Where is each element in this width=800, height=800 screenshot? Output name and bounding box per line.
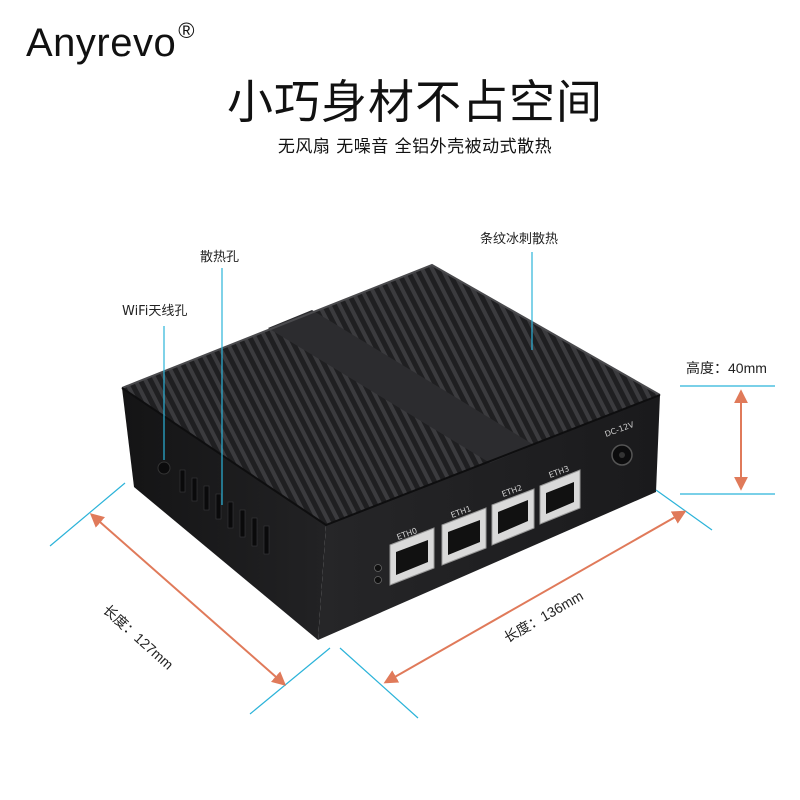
ethernet-port-3 — [539, 469, 581, 525]
led-indicator — [374, 576, 382, 584]
subheadline: 无风扇 无噪音 全铝外壳被动式散热 — [277, 137, 553, 157]
dimension-height: 高度：40mm — [686, 360, 767, 376]
callout-vent-holes: 散热孔 — [200, 250, 240, 265]
led-indicator — [374, 564, 382, 572]
length-right-arrow — [383, 510, 687, 684]
brand-logo: Anyrevo® — [26, 18, 195, 65]
wifi-antenna-hole — [157, 461, 171, 475]
length-left-arrow — [89, 513, 287, 686]
center-band — [268, 310, 534, 463]
headline: 小巧身材不占空间 — [227, 75, 603, 129]
callout-fins: 条纹冰刺散热 — [480, 232, 559, 247]
callout-wifi-hole: WiFi天线孔 — [122, 304, 188, 319]
